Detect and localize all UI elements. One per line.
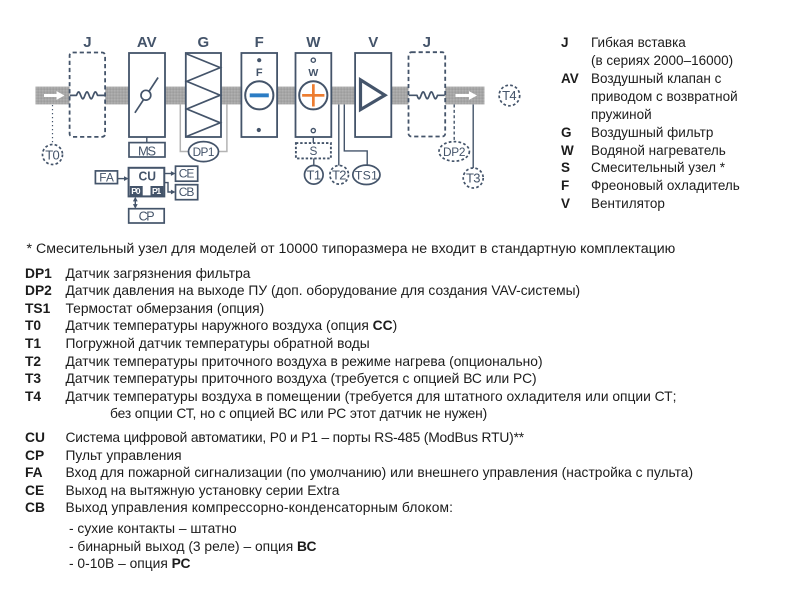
svg-text:S: S (309, 144, 317, 158)
svg-text:T0: T0 (45, 147, 60, 162)
svg-text:V: V (368, 34, 378, 51)
svg-text:W: W (308, 67, 318, 79)
svg-text:MS: MS (138, 144, 156, 159)
svg-text:AV: AV (137, 34, 157, 51)
svg-text:J: J (423, 34, 431, 51)
svg-text:T3: T3 (466, 171, 481, 186)
svg-text:DP2: DP2 (443, 145, 466, 159)
svg-text:TS1: TS1 (355, 168, 378, 182)
svg-text:CU: CU (138, 168, 156, 183)
svg-text:F: F (256, 67, 263, 79)
svg-text:CP: CP (139, 210, 155, 224)
svg-text:J: J (83, 34, 91, 51)
svg-text:CB: CB (179, 185, 195, 199)
svg-text:P1: P1 (152, 186, 161, 196)
svg-text:T1: T1 (307, 168, 322, 183)
svg-text:FA: FA (99, 171, 114, 185)
svg-text:G: G (197, 34, 209, 51)
svg-text:CE: CE (179, 166, 195, 180)
svg-text:F: F (255, 34, 264, 51)
svg-text:P0: P0 (131, 186, 140, 196)
svg-text:W: W (306, 34, 321, 51)
svg-text:DP1: DP1 (193, 145, 215, 159)
svg-text:T2: T2 (332, 168, 347, 183)
svg-text:T4: T4 (502, 88, 517, 103)
